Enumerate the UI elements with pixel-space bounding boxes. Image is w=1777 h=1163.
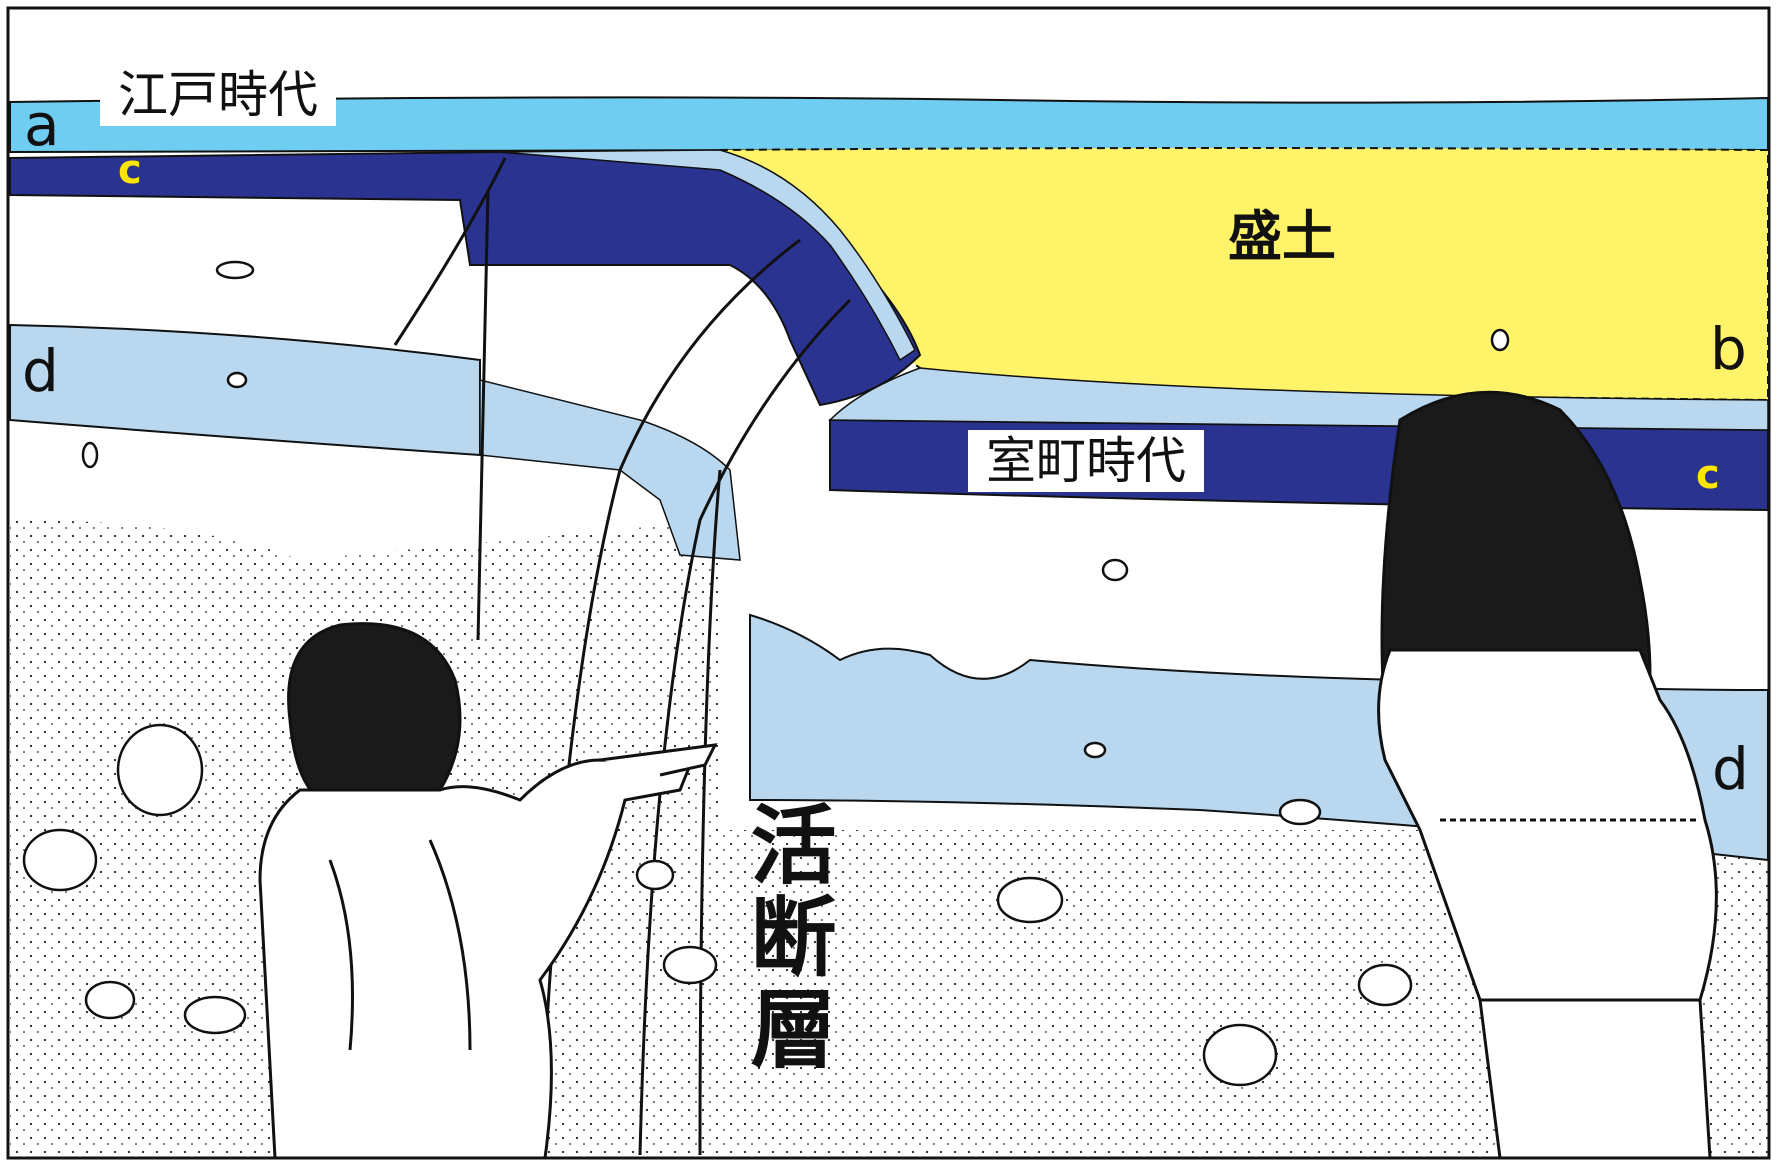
layer-label-b: b <box>1710 315 1747 383</box>
layer-label-a: a <box>24 91 60 159</box>
layer-label-d-left: d <box>22 337 59 405</box>
label-muromachi-period: 室町時代 <box>968 430 1204 492</box>
label-morido: 盛土 <box>1228 205 1336 268</box>
layer-label-d-right: d <box>1712 735 1749 803</box>
layer-d-fold <box>479 379 741 561</box>
layer-label-c-right: c <box>1696 452 1720 498</box>
label-active-fault: 活断層 <box>735 800 835 1076</box>
pebbles <box>22 260 1510 1087</box>
person-pointing-figure <box>258 622 718 1160</box>
layer-label-c-left: c <box>118 147 142 193</box>
person-standing-figure <box>1377 390 1718 1160</box>
pale-wedge <box>499 149 916 362</box>
label-edo-period: 江戸時代 <box>100 64 336 126</box>
